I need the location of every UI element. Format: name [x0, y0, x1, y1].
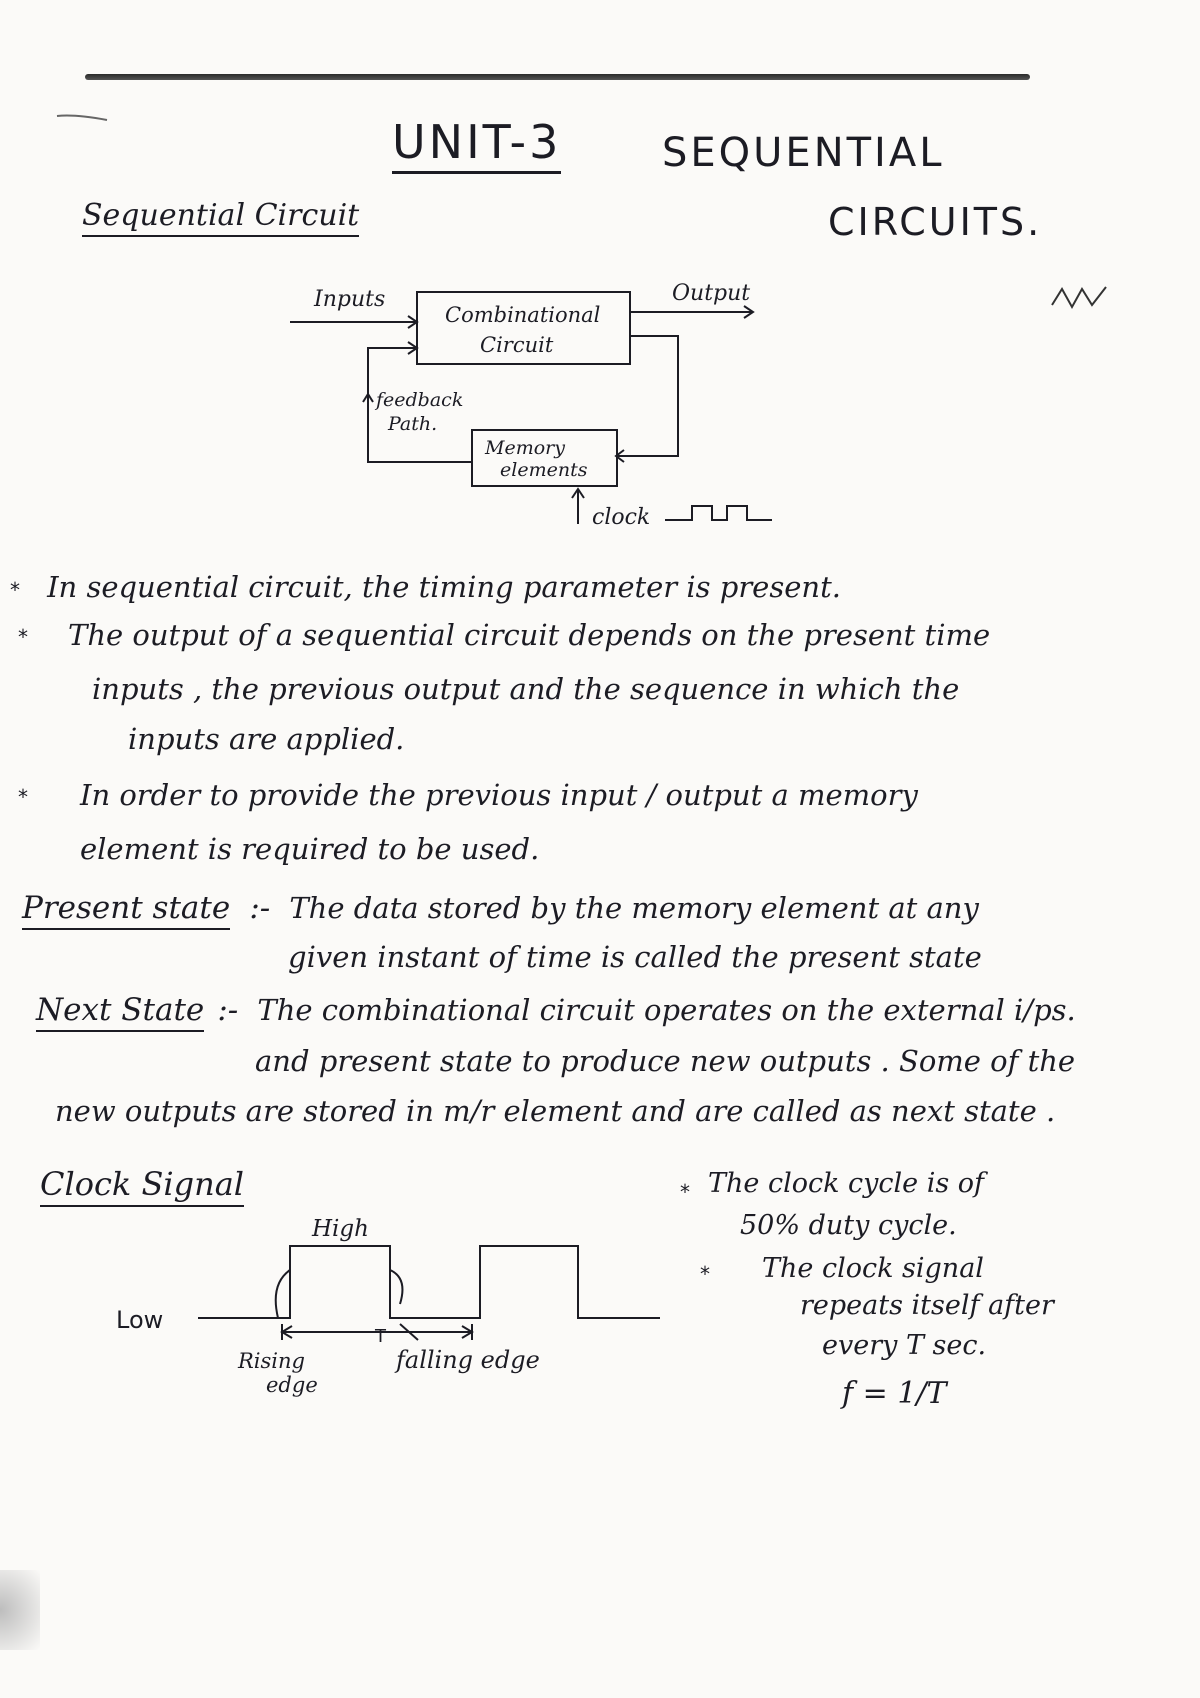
combinational-block	[416, 291, 631, 365]
diagram-output-label: Output	[672, 281, 750, 306]
bullet-2-symbol: *	[18, 625, 28, 649]
bullet-2-line-1: The output of a sequential circuit depen…	[68, 618, 991, 652]
clock-note-2-line-3: every T sec.	[822, 1330, 987, 1361]
clock-waveform	[198, 1245, 660, 1319]
memory-label-1: Memory	[484, 437, 565, 459]
clock-note-1-line-2: 50% duty cycle.	[740, 1210, 957, 1241]
bullet-3-line-1: In order to provide the previous input /…	[80, 778, 918, 812]
bullet-3-symbol: *	[18, 785, 28, 809]
bullet-2-line-2: inputs , the previous output and the seq…	[92, 672, 960, 706]
memory-block	[471, 429, 618, 487]
bullet-1-line-1: In sequential circuit, the timing parame…	[47, 570, 841, 604]
next-state-term: Next State	[36, 992, 205, 1032]
combinational-label-1: Combinational	[445, 303, 600, 327]
unit-title: UNIT-3	[392, 115, 562, 174]
next-state-line-3: new outputs are stored in m/r element an…	[55, 1094, 1056, 1128]
next-state-sep: :-	[217, 992, 239, 1028]
title-line-1: SEQUENTIAL	[662, 130, 945, 176]
section-heading-text: Sequential Circuit	[82, 198, 360, 237]
present-state-line-2: given instant of time is called the pres…	[288, 940, 982, 974]
next-state-line-1: The combinational circuit operates on th…	[257, 993, 1076, 1027]
clock-note-1-line-1: The clock cycle is of	[708, 1168, 985, 1199]
present-state-sep: :-	[249, 890, 271, 926]
clock-waveform-diagram: High Low T Rising edge falling edge	[116, 1216, 660, 1397]
diagram-inputs-label: Inputs	[313, 287, 385, 312]
check-mark-icon	[1051, 286, 1107, 310]
memory-label-2: elements	[500, 459, 588, 481]
clock-note-2-line-2: repeats itself after	[800, 1290, 1054, 1321]
page-corner-shadow	[0, 1570, 40, 1650]
bullet-1-symbol: *	[10, 578, 20, 602]
clock-note-2-symbol: *	[700, 1262, 710, 1286]
clock-period-label: T	[374, 1326, 387, 1347]
rising-edge-label-1: Rising	[237, 1349, 305, 1373]
unit-label: UNIT-3	[392, 115, 562, 174]
clock-heading: Clock Signal	[40, 1165, 245, 1207]
present-state-line-1: The data stored by the memory element at…	[289, 891, 979, 925]
margin-mark	[56, 114, 108, 121]
frequency-formula: f = 1/T	[842, 1376, 947, 1411]
clock-low-label: Low	[116, 1306, 163, 1334]
clock-heading-text: Clock Signal	[40, 1165, 245, 1207]
feedback-label-1: feedback	[374, 389, 463, 411]
falling-edge-label: falling edge	[394, 1346, 540, 1374]
title-line-2: CIRCUITS.	[828, 200, 1043, 244]
bullet-1: * In sequential circuit, the timing para…	[10, 570, 841, 604]
present-state-definition: Present state :- The data stored by the …	[22, 890, 979, 930]
combinational-label-2: Circuit	[480, 333, 554, 357]
bullet-2-line-3: inputs are applied.	[128, 722, 405, 756]
rising-edge-label-2: edge	[266, 1373, 318, 1397]
top-rule	[85, 74, 1030, 80]
feedback-label-2: Path.	[387, 413, 437, 435]
clock-note-2-line-1: The clock signal	[762, 1253, 984, 1284]
bullet-3-line-2: element is required to be used.	[80, 832, 540, 866]
clock-high-label: High	[311, 1216, 369, 1242]
present-state-term: Present state	[22, 890, 231, 930]
section-heading: Sequential Circuit	[82, 198, 360, 237]
clock-label: clock	[592, 505, 650, 530]
clock-note-1-symbol: *	[680, 1180, 690, 1204]
next-state-line-2: and present state to produce new outputs…	[255, 1044, 1076, 1078]
sequential-circuit-diagram: Inputs Output Combinational Circuit feed…	[290, 281, 772, 530]
next-state-definition: Next State :- The combinational circuit …	[36, 992, 1076, 1032]
